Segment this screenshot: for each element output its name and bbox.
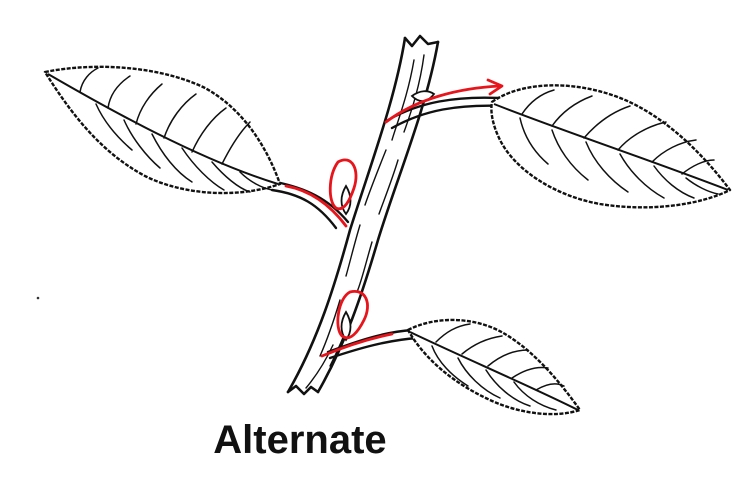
stray-mark (37, 297, 40, 300)
highlight-annotations (286, 80, 502, 356)
leaf-lower (408, 320, 580, 414)
caption-label: Alternate (190, 405, 410, 475)
leaf-upper-right (491, 85, 730, 207)
petioles (272, 98, 505, 358)
leaf-upper-left (45, 67, 280, 193)
